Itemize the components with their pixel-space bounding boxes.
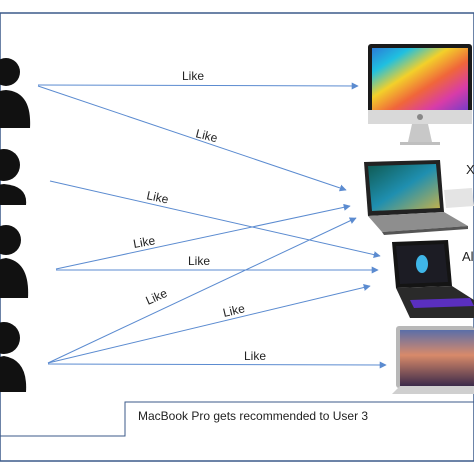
edge-user3-xps [55, 203, 351, 270]
users-column [0, 58, 31, 392]
like-edges [37, 82, 387, 369]
diagram-frame [0, 12, 474, 462]
alienware-laptop-icon [392, 240, 474, 318]
like-label-5: Like [188, 254, 210, 268]
edge-user1-xps [37, 85, 347, 192]
user-2-icon [0, 149, 27, 205]
like-label-1: Like [182, 69, 204, 83]
caption-bracket [0, 401, 474, 437]
edge-user4-alienware [47, 284, 371, 364]
like-label-6: Like [144, 286, 170, 308]
like-label-2: Like [194, 126, 219, 145]
user-1-icon [0, 58, 31, 128]
user-3-icon [0, 225, 29, 298]
xps-laptop-icon [364, 160, 474, 235]
macbook-pro-icon [392, 326, 474, 394]
edge-labels: Like Like Like Like Like Like Like Like [132, 69, 266, 363]
imac-icon [368, 44, 472, 145]
edge-user4-xps [47, 217, 357, 364]
edge-user4-macbook [47, 361, 387, 369]
edge-user1-imac [37, 82, 359, 90]
partial-mark-text: X [466, 162, 474, 177]
recommendation-caption: MacBook Pro gets recommended to User 3 [138, 409, 368, 423]
like-label-3: Like [145, 188, 170, 206]
user-4-icon [0, 322, 27, 392]
edge-user2-alienware [49, 180, 381, 259]
like-label-4: Like [132, 233, 156, 251]
partial-brand-text: Al [462, 249, 474, 264]
like-label-8: Like [244, 349, 266, 363]
like-label-7: Like [222, 301, 247, 320]
